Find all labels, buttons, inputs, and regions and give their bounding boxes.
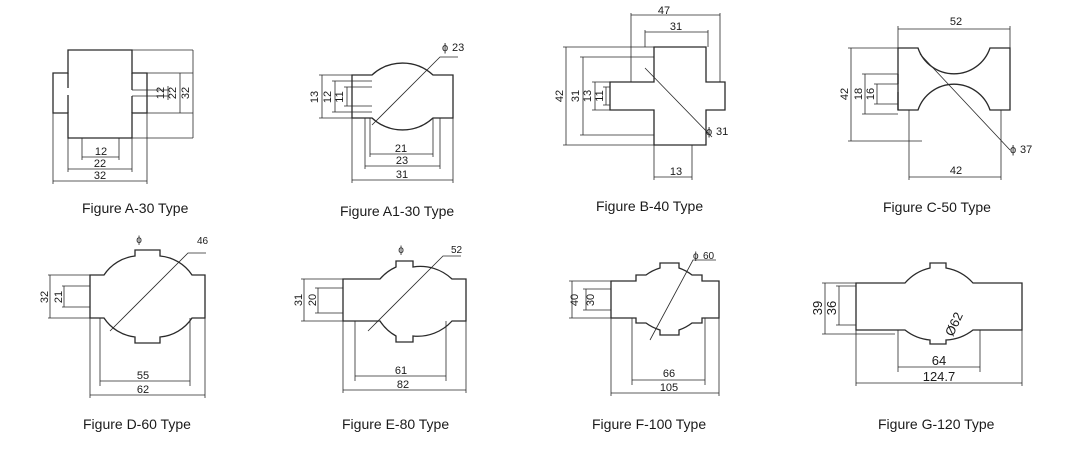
g120-outline	[855, 262, 1023, 345]
a130-h1-label: 21	[395, 143, 407, 155]
figure-g120-drawing: 39 36 64 124.7 Ø62	[810, 262, 1023, 386]
b40-top-outer-label: 47	[658, 5, 670, 17]
e80-v1-label: 31	[293, 294, 305, 306]
figure-b40-drawing: 47 31 42 31 13 11 13 ϕ 31	[554, 5, 728, 180]
f100-outline	[610, 262, 720, 336]
c50-diameter-label: 37	[1020, 144, 1032, 156]
d60-phi-symbol: ϕ	[136, 235, 142, 246]
figure-d60-drawing: 32 21 55 62 ϕ 46	[39, 235, 209, 398]
b40-bottom-label: 13	[670, 166, 682, 178]
c50-v2-label: 18	[853, 88, 865, 100]
a130-outline	[351, 62, 454, 131]
a130-diameter-label: 23	[452, 42, 464, 54]
a130-h2-label: 23	[396, 155, 408, 167]
figure-e80-drawing: 31 20 61 82 ϕ 52	[293, 245, 467, 393]
g120-v1-label: 39	[810, 301, 825, 315]
f100-v2-label: 30	[585, 294, 597, 306]
b40-v1-label: 42	[554, 90, 566, 102]
d60-h1-label: 55	[137, 370, 149, 382]
c50-top-label: 52	[950, 16, 962, 28]
figure-a130-drawing: 13 12 11 21 23 31 ϕ 23	[309, 42, 464, 183]
a30-h-mid-label: 22	[94, 158, 106, 170]
figure-a30-drawing: 12 22 32 12 22 32	[52, 49, 194, 184]
d60-v1-label: 32	[39, 291, 51, 303]
figure-caption-e80: Figure E-80 Type	[342, 416, 450, 432]
b40-v2-label: 31	[570, 90, 582, 102]
figure-caption-d60: Figure D-60 Type	[83, 416, 191, 432]
g120-h1-label: 64	[932, 353, 946, 368]
d60-diameter-label: 46	[197, 236, 209, 247]
d60-v2-label: 21	[53, 291, 65, 303]
a30-outline	[52, 49, 148, 139]
a130-phi-symbol: ϕ	[442, 42, 448, 54]
figure-caption-b40: Figure B-40 Type	[596, 198, 704, 214]
figure-caption-c50: Figure C-50 Type	[883, 199, 991, 215]
c50-phi-symbol: ϕ	[1010, 144, 1016, 156]
b40-phi-symbol: ϕ	[706, 126, 712, 138]
figure-caption-a30: Figure A-30 Type	[82, 200, 189, 216]
d60-h2-label: 62	[137, 384, 149, 396]
a30-v-inner-label: 12	[155, 87, 167, 99]
g120-v2-label: 36	[824, 301, 839, 315]
e80-v2-label: 20	[307, 294, 319, 306]
a130-v2-label: 12	[322, 91, 334, 103]
figure-caption-f100: Figure F-100 Type	[592, 416, 707, 432]
d60-outline	[89, 249, 206, 344]
f100-h2-label: 105	[660, 382, 678, 394]
a30-v-outer-label: 32	[180, 87, 192, 99]
c50-v3-label: 16	[865, 88, 877, 100]
b40-v4-label: 11	[594, 90, 606, 101]
f100-diameter-label: 60	[703, 251, 715, 262]
a30-v-mid-label: 22	[167, 87, 179, 99]
f100-h1-label: 66	[663, 368, 675, 380]
a130-v1-label: 13	[309, 91, 321, 103]
e80-phi-symbol: ϕ	[398, 245, 404, 256]
f100-v1-label: 40	[569, 294, 581, 306]
e80-h2-label: 82	[397, 379, 409, 391]
a130-h3-label: 31	[396, 169, 408, 181]
g120-diameter-label: Ø62	[942, 310, 966, 339]
figure-caption-a130: Figure A1-30 Type	[340, 203, 455, 219]
figure-f100-drawing: 40 30 66 105 ϕ 60	[569, 251, 720, 396]
c50-v1-label: 42	[839, 88, 851, 100]
f100-phi-symbol: ϕ	[693, 251, 699, 262]
a30-h-inner-label: 12	[95, 146, 107, 158]
figure-c50-drawing: 52 42 18 16 42 ϕ 37	[839, 16, 1032, 180]
figure-caption-g120: Figure G-120 Type	[878, 416, 995, 432]
b40-top-inner-label: 31	[670, 21, 682, 33]
e80-diameter-label: 52	[451, 245, 463, 256]
a130-v3-label: 11	[334, 91, 346, 102]
e80-outline	[342, 260, 467, 343]
b40-v3-label: 13	[582, 90, 594, 102]
a30-h-outer-label: 32	[94, 170, 106, 182]
b40-diameter-label: 31	[716, 126, 728, 138]
c50-bottom-label: 42	[950, 165, 962, 177]
g120-h2-label: 124.7	[923, 369, 956, 384]
e80-h1-label: 61	[395, 365, 407, 377]
c50-outline	[897, 47, 1011, 111]
